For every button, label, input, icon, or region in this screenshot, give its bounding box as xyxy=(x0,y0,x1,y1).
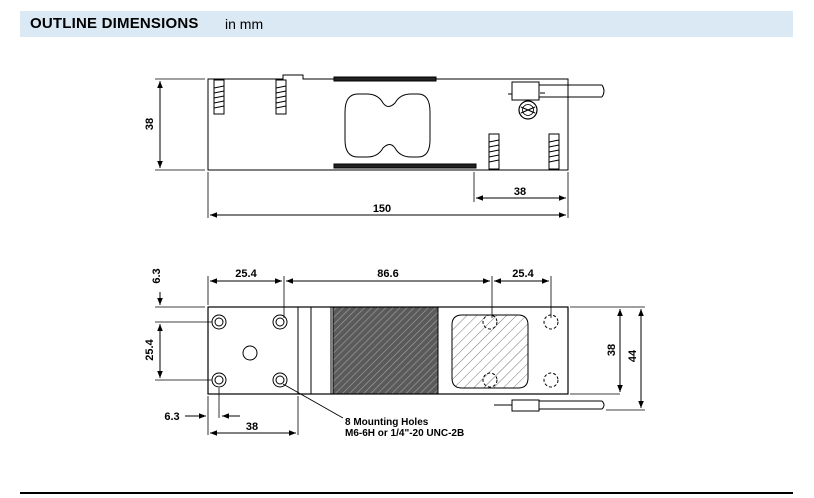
mounting-note-line2: M6-6H or 1/4"-20 UNC-2B xyxy=(345,428,464,439)
side-view-outline xyxy=(207,74,569,171)
hidden-hole-icon xyxy=(482,314,559,388)
side-view xyxy=(155,74,605,218)
top-flange xyxy=(333,76,437,82)
center-hole xyxy=(242,345,258,361)
cable-window xyxy=(451,314,529,389)
dim-top-left-span: 25.4 xyxy=(235,268,257,280)
mounting-hole-icon xyxy=(272,372,288,388)
section-header: OUTLINE DIMENSIONS in mm xyxy=(20,11,793,37)
top-view-outline xyxy=(207,306,569,395)
dim-side-length: 150 xyxy=(373,203,391,215)
dim-width-outer: 44 xyxy=(627,349,639,362)
bottom-flange xyxy=(333,163,477,169)
mounting-hole-icon xyxy=(272,314,288,330)
mounting-hole-icon xyxy=(211,314,227,330)
dim-bottom-span: 38 xyxy=(246,421,258,433)
section-title: OUTLINE DIMENSIONS xyxy=(30,15,199,32)
dim-bottom-offset: 6.3 xyxy=(164,411,179,423)
cable-gland-top xyxy=(511,399,540,412)
cable-gland xyxy=(511,81,540,101)
thread-hole-icon xyxy=(213,79,225,115)
thread-hole-icon xyxy=(275,79,287,115)
thread-hole-icon xyxy=(548,133,560,170)
dim-top-edge-offset: 6.3 xyxy=(151,268,163,283)
dim-side-height: 38 xyxy=(144,118,156,130)
top-view xyxy=(155,276,645,436)
binocular-cutout xyxy=(344,93,431,158)
dim-top-center-span: 86.6 xyxy=(377,268,398,280)
dim-top-right-span: 25.4 xyxy=(512,268,534,280)
gauge-zone xyxy=(332,306,439,395)
footer-rule xyxy=(20,492,793,494)
thread-hole-icon xyxy=(488,133,500,170)
dim-width-inner: 38 xyxy=(606,344,618,356)
cable xyxy=(539,84,605,98)
mounting-hole-icon xyxy=(211,372,227,388)
mounting-note-line1: 8 Mounting Holes xyxy=(345,417,429,428)
dim-side-right: 38 xyxy=(514,186,526,198)
section-unit: in mm xyxy=(225,16,264,32)
dim-hole-pitch: 25.4 xyxy=(144,338,156,360)
